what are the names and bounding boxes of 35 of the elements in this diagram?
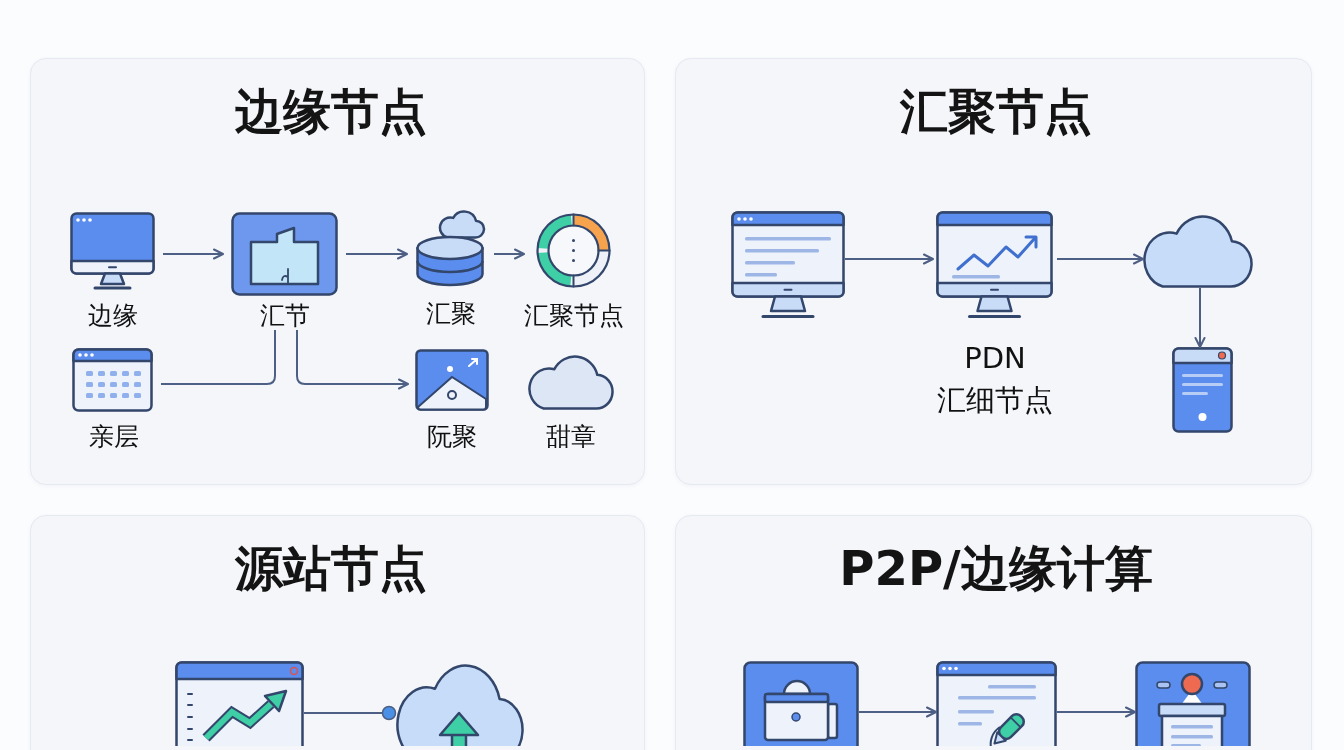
panel-card (675, 515, 1312, 750)
arrow (858, 706, 937, 718)
panel-card (30, 515, 645, 750)
cloud-upload-icon (396, 664, 524, 746)
panel-card (675, 58, 1312, 485)
node-label: 亲层 (88, 423, 139, 451)
connector-line (160, 329, 276, 385)
arrow (1194, 287, 1206, 348)
node-label: 阮聚 (427, 423, 477, 451)
panel-heading: P2P/边缘计算 (839, 540, 1153, 596)
arrow (162, 248, 224, 260)
cloud-icon (1143, 215, 1253, 288)
panel-card (30, 58, 645, 485)
arrow (1056, 706, 1136, 718)
arrow (1056, 253, 1144, 265)
node-label: 汇聚 (425, 300, 476, 328)
monitor-icon (731, 211, 845, 320)
arrow (296, 329, 409, 390)
node-label: 边缘 (88, 302, 138, 330)
node-label: 汇节 (259, 302, 310, 330)
node-label: 甜章 (546, 423, 596, 451)
padlock-icon (743, 661, 859, 746)
connector-line (303, 705, 397, 721)
arrow (844, 253, 934, 265)
arrow (345, 248, 408, 260)
node-label: PDN 汇细节点 (936, 340, 1054, 419)
panel-heading: 边缘节点 (235, 83, 427, 139)
panel-heading: 汇聚节点 (900, 83, 1092, 139)
chart-window-icon (175, 661, 304, 746)
podium-icon (1135, 661, 1251, 746)
panel-heading: 源站节点 (235, 540, 427, 596)
document-pen-icon (936, 661, 1057, 746)
server-icon (1172, 347, 1233, 433)
node-label: 汇聚节点 (524, 302, 624, 330)
arrow (493, 248, 525, 260)
